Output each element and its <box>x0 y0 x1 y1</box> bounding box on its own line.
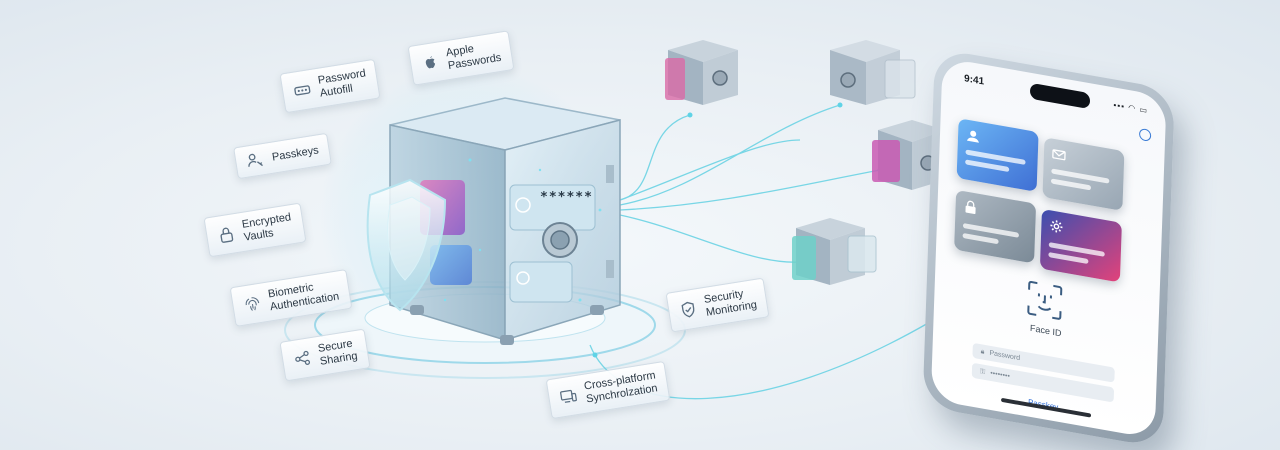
status-time: 9:41 <box>963 73 985 88</box>
feature-tag-label: Biometric Authentication <box>267 281 341 314</box>
key-icon: ⚿ <box>979 367 986 376</box>
status-icons: ▪▪▪ ◠ ▭ <box>1113 100 1149 116</box>
phone-screen: 9:41 ▪▪▪ ◠ ▭ <box>930 57 1167 439</box>
shield-graphic <box>366 178 447 312</box>
feature-tag-label: Cross-platform Synchrolzation <box>583 369 659 406</box>
feature-tag-security-monitoring: Security Monitoring <box>665 277 770 333</box>
vault-card-settings[interactable] <box>1039 208 1122 283</box>
vault-card-contacts[interactable] <box>956 118 1039 192</box>
lock-icon <box>216 224 237 245</box>
dynamic-island <box>1029 82 1091 110</box>
profile-icon[interactable] <box>1138 127 1152 142</box>
lock-icon <box>963 199 977 215</box>
feature-tag-secure-sharing: Secure Sharing <box>279 328 371 382</box>
phone-mockup: 9:41 ▪▪▪ ◠ ▭ <box>922 48 1175 449</box>
mail-icon <box>1052 147 1066 163</box>
mini-safe-1 <box>665 40 738 105</box>
apple-icon <box>420 53 441 74</box>
feature-tag-encrypted-vaults: Encrypted Vaults <box>203 202 307 258</box>
feature-tag-label: Passkeys <box>271 143 320 164</box>
vault-card-mail[interactable] <box>1042 137 1125 211</box>
mini-safe-2 <box>830 40 916 105</box>
passkey-icon <box>245 150 266 171</box>
autofill-icon <box>292 80 313 101</box>
feature-tag-apple-passwords: Apple Passwords <box>407 30 515 86</box>
feature-tag-label: Security Monitoring <box>703 287 758 319</box>
feature-tag-label: Apple Passwords <box>445 42 503 73</box>
gear-icon <box>1049 218 1063 234</box>
masked-password: •••••••• <box>990 369 1010 381</box>
feature-tag-passkeys: Passkeys <box>233 132 332 180</box>
feature-tag-biometric-authentication: Biometric Authentication <box>229 269 353 327</box>
fingerprint-icon <box>242 294 263 315</box>
face-id-icon[interactable] <box>1024 277 1065 324</box>
mini-safe-4 <box>792 218 877 285</box>
feature-tag-label: Secure Sharing <box>317 337 359 368</box>
password-placeholder: Password <box>989 349 1021 363</box>
person-icon <box>966 128 980 144</box>
feature-tag-label: Encrypted Vaults <box>241 211 292 244</box>
feature-tag-cross-platform-sync: Cross-platform Synchrolzation <box>545 360 671 420</box>
feature-tag-label: Password Autofill <box>317 67 367 100</box>
vault-masked-password: ****** <box>540 190 593 205</box>
share-icon <box>292 348 313 369</box>
lock-icon: 🔒︎ <box>980 347 985 356</box>
feature-tag-password-autofill: Password Autofill <box>279 58 381 114</box>
shield-check-icon <box>678 299 699 320</box>
devices-icon <box>558 386 579 407</box>
vault-card-lock[interactable] <box>954 189 1037 264</box>
